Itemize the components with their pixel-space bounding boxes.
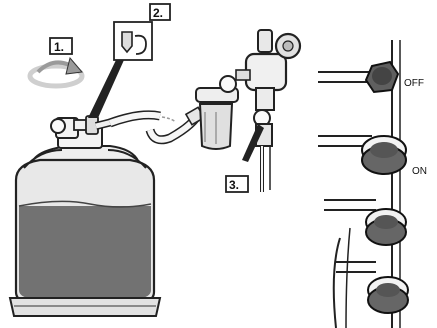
step-3-callout: 3. <box>226 124 264 192</box>
rotate-arrow-icon <box>30 58 82 86</box>
step-2-callout: 2. <box>88 4 170 118</box>
bottle-valve <box>51 116 98 138</box>
valve-panel: OFF ON <box>318 40 427 328</box>
step-1-label: 1. <box>50 38 72 54</box>
gas-bottle <box>10 126 160 316</box>
valve-on: ON <box>362 136 427 177</box>
svg-text:1.: 1. <box>54 40 64 54</box>
svg-text:3.: 3. <box>229 178 239 192</box>
svg-text:OFF: OFF <box>404 78 424 89</box>
gas-filter <box>196 76 238 149</box>
gas-level <box>19 206 151 298</box>
svg-text:ON: ON <box>412 166 427 177</box>
valve-4 <box>368 277 408 313</box>
valve-off: OFF <box>366 62 424 92</box>
pressure-regulator <box>236 30 300 192</box>
svg-text:2.: 2. <box>153 6 163 20</box>
hose <box>96 107 204 139</box>
valve-3 <box>366 209 406 245</box>
